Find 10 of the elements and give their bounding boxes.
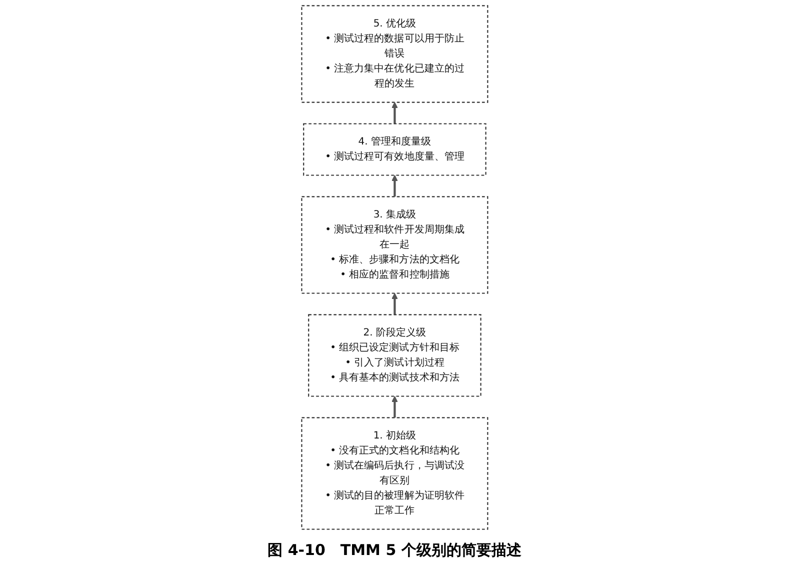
arrow: [391, 102, 398, 124]
node-box: 1. 初始级 • 没有正式的文档化和结构化 • 测试在编码后执行，与调试没有区别 • 测试的目的被理解为证明软件正常工作: [300, 417, 488, 530]
node-box: 3. 集成级 • 测试过程和软件开发周期集成在一起 • 标准、步骤和方法的文档化 • 相应的监督和控制措施: [300, 196, 488, 294]
figure-caption: 图 4-10 TMM 5 个级别的简要描述: [268, 541, 522, 559]
node-box: 5. 优化级 • 测试过程的数据可以用于防止错误 • 注意力集中在优化已建立的过程的发生: [300, 5, 488, 103]
arrow: [391, 396, 398, 418]
node-box: 2. 阶段定义级 • 组织已设定测试方针和目标 • 引入了测试计划过程 • 具有基本的测试技术和方法: [308, 314, 482, 397]
arrow: [391, 292, 398, 315]
node-box: 4. 管理和度量级 • 测试过程可有效地度量、管理: [302, 123, 486, 176]
arrow: [391, 174, 398, 197]
